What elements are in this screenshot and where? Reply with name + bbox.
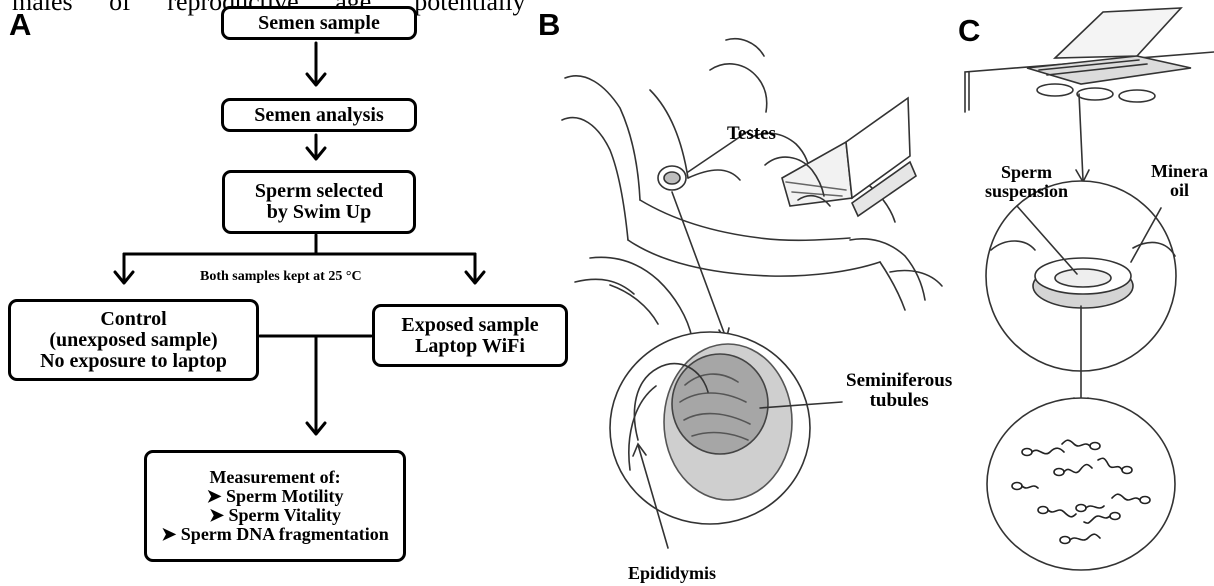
seminiferous-tubules-icon bbox=[672, 354, 768, 454]
arrow-down-icon bbox=[115, 254, 133, 283]
petri-dish-icon bbox=[1033, 258, 1133, 308]
seminiferous-label: Seminiferous tubules bbox=[846, 371, 952, 411]
zoom-arrow bbox=[672, 192, 726, 338]
mineral-oil-line-2: oil bbox=[1151, 181, 1208, 200]
seminiferous-line-2: tubules bbox=[846, 391, 952, 411]
seminiferous-line-1: Seminiferous bbox=[846, 371, 952, 391]
zoom-arrow bbox=[1079, 94, 1083, 180]
mineral-oil-label: Minera oil bbox=[1151, 162, 1208, 200]
flowchart-connectors bbox=[0, 0, 600, 586]
testes-label: Testes bbox=[727, 124, 776, 144]
petri-dishes-under-laptop bbox=[1037, 84, 1155, 102]
arrow-down-icon bbox=[307, 43, 325, 85]
panel-c-illustration bbox=[955, 0, 1214, 586]
arrow-down-icon bbox=[307, 135, 325, 159]
sperm-suspension-label: Sperm suspension bbox=[985, 163, 1068, 201]
mineral-oil-line-1: Minera bbox=[1151, 162, 1208, 181]
arrow-down-icon bbox=[466, 254, 484, 283]
arrow-down-icon bbox=[307, 336, 325, 434]
panel-b-illustration bbox=[560, 0, 950, 586]
sperm-suspension-line-2: suspension bbox=[985, 182, 1068, 201]
testes-icon bbox=[664, 172, 680, 184]
epididymis-label: Epididymis bbox=[628, 564, 716, 583]
sperm-suspension-line-1: Sperm bbox=[985, 163, 1068, 182]
laptop-icon bbox=[1027, 8, 1191, 84]
